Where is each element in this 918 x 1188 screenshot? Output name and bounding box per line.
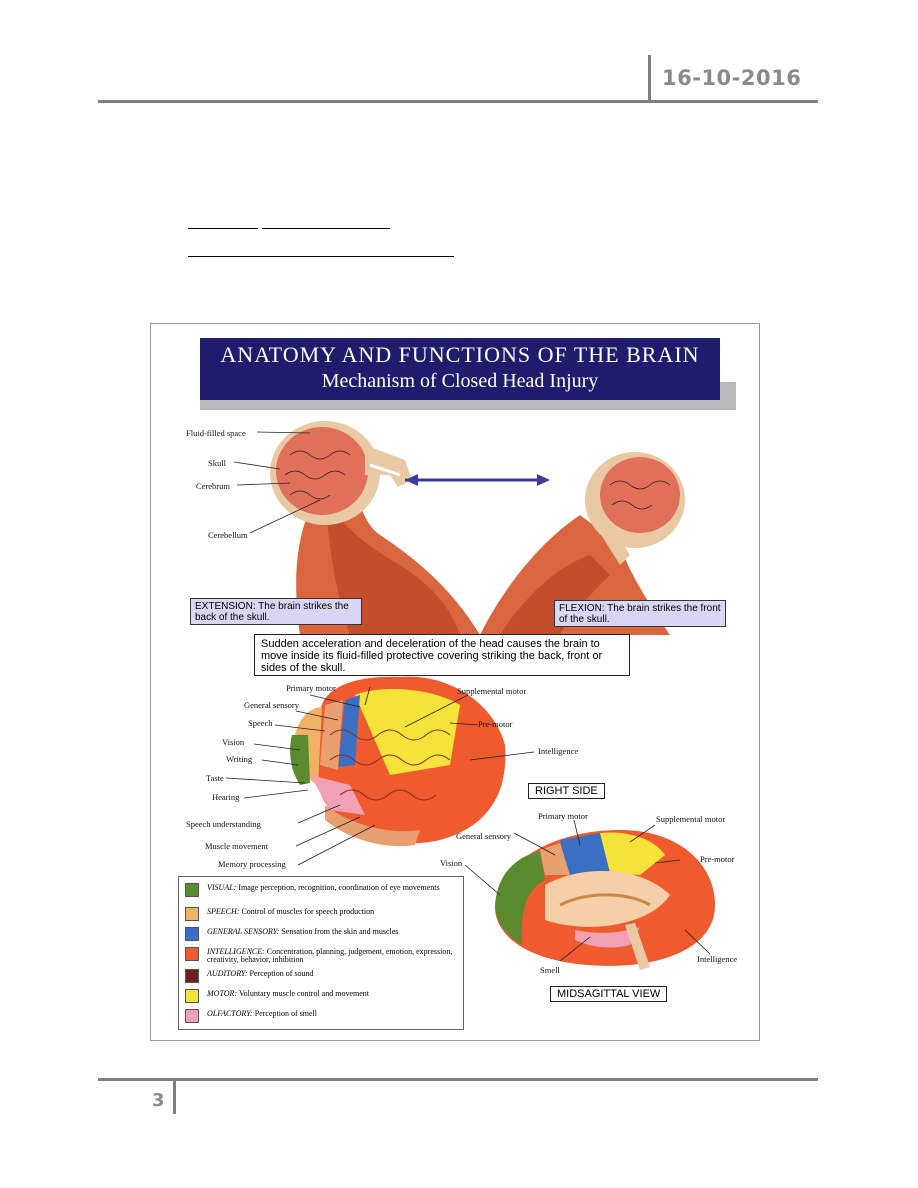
heading-underline-1 (188, 228, 258, 229)
poster-title-banner: ANATOMY AND FUNCTIONS OF THE BRAIN Mecha… (200, 338, 720, 400)
poster-title: ANATOMY AND FUNCTIONS OF THE BRAIN (220, 342, 700, 367)
legend-swatch (185, 947, 199, 961)
right-side-brain (290, 676, 506, 847)
right-side-leaders (225, 686, 535, 866)
legend-category: OLFACTORY: (207, 1009, 253, 1018)
header-date: 16-10-2016 (662, 66, 802, 90)
ms-label-supplemental-motor: Supplemental motor (656, 814, 726, 824)
legend-category: SPEECH: (207, 907, 240, 916)
footer-rule (98, 1078, 818, 1081)
legend-swatch (185, 989, 199, 1003)
legend-swatch (185, 927, 199, 941)
legend-swatch (185, 969, 199, 983)
rs-label-writing: Writing (226, 754, 253, 764)
label-cerebrum: Cerebrum (196, 481, 230, 491)
rs-label-memory-processing: Memory processing (218, 859, 286, 869)
legend-category: AUDITORY: (207, 969, 248, 978)
rs-label-intelligence: Intelligence (538, 746, 579, 756)
midsagittal-view-label: MIDSAGITTAL VIEW (550, 986, 668, 1002)
poster-illustrations (225, 421, 715, 970)
ms-label-vision: Vision (440, 858, 463, 868)
legend-swatch (185, 907, 199, 921)
footer-separator (173, 1080, 176, 1114)
rs-label-muscle-movement: Muscle movement (205, 841, 269, 851)
legend-text: Sensation from the skin and muscles (281, 927, 399, 936)
rs-label-vision: Vision (222, 737, 245, 747)
legend-text: Voluntary muscle control and movement (238, 989, 369, 998)
page-number: 3 (152, 1090, 165, 1111)
header-separator (648, 55, 651, 101)
ms-label-smell: Smell (540, 965, 560, 975)
label-skull: Skull (208, 458, 226, 468)
ms-label-general-sensory: General sensory (456, 831, 511, 841)
poster-subtitle: Mechanism of Closed Head Injury (321, 370, 599, 392)
heading-underline-2 (262, 228, 390, 229)
explanation-box: Sudden acceleration and deceleration of … (254, 634, 630, 676)
legend-text: Image perception, recognition, coordinat… (238, 883, 440, 892)
rs-label-general-sensory: General sensory (244, 700, 299, 710)
legend-text: Concentration, planning, judgement, emot… (207, 947, 453, 964)
flexion-caption: FLEXION: The brain strikes the front of … (554, 600, 726, 627)
rs-label-speech-understanding: Speech understanding (186, 819, 261, 829)
legend-text: Perception of smell (254, 1009, 317, 1018)
label-cerebellum: Cerebellum (208, 530, 248, 540)
subheading-underline (188, 256, 454, 257)
rs-label-primary-motor: Primary motor (286, 683, 336, 693)
rs-label-pre-motor: Pre-motor (478, 719, 513, 729)
function-legend: VISUAL: Image perception, recognition, c… (178, 876, 464, 1030)
midsagittal-leaders (464, 819, 711, 962)
legend-swatch (185, 883, 199, 897)
rs-label-taste: Taste (206, 773, 224, 783)
extension-caption: EXTENSION: The brain strikes the back of… (190, 598, 362, 625)
legend-swatch (185, 1009, 199, 1023)
ms-label-pre-motor: Pre-motor (700, 854, 735, 864)
legend-category: GENERAL SENSORY: (207, 927, 280, 936)
label-fluid-filled-space: Fluid-filled space (186, 428, 246, 438)
ms-label-intelligence: Intelligence (697, 954, 738, 964)
legend-category: MOTOR: (207, 989, 238, 998)
right-side-view-label: RIGHT SIDE (528, 783, 605, 799)
rs-label-supplemental-motor: Supplemental motor (457, 686, 527, 696)
legend-text: Perception of sound (249, 969, 314, 978)
midsagittal-brain (495, 830, 715, 970)
header-rule (98, 100, 818, 103)
ms-label-primary-motor: Primary motor (538, 811, 588, 821)
rs-label-speech: Speech (248, 718, 273, 728)
legend-text: Control of muscles for speech production (241, 907, 375, 916)
legend-category: INTELLIGENCE: (207, 947, 265, 956)
legend-category: VISUAL: (207, 883, 237, 892)
rs-label-hearing: Hearing (212, 792, 240, 802)
